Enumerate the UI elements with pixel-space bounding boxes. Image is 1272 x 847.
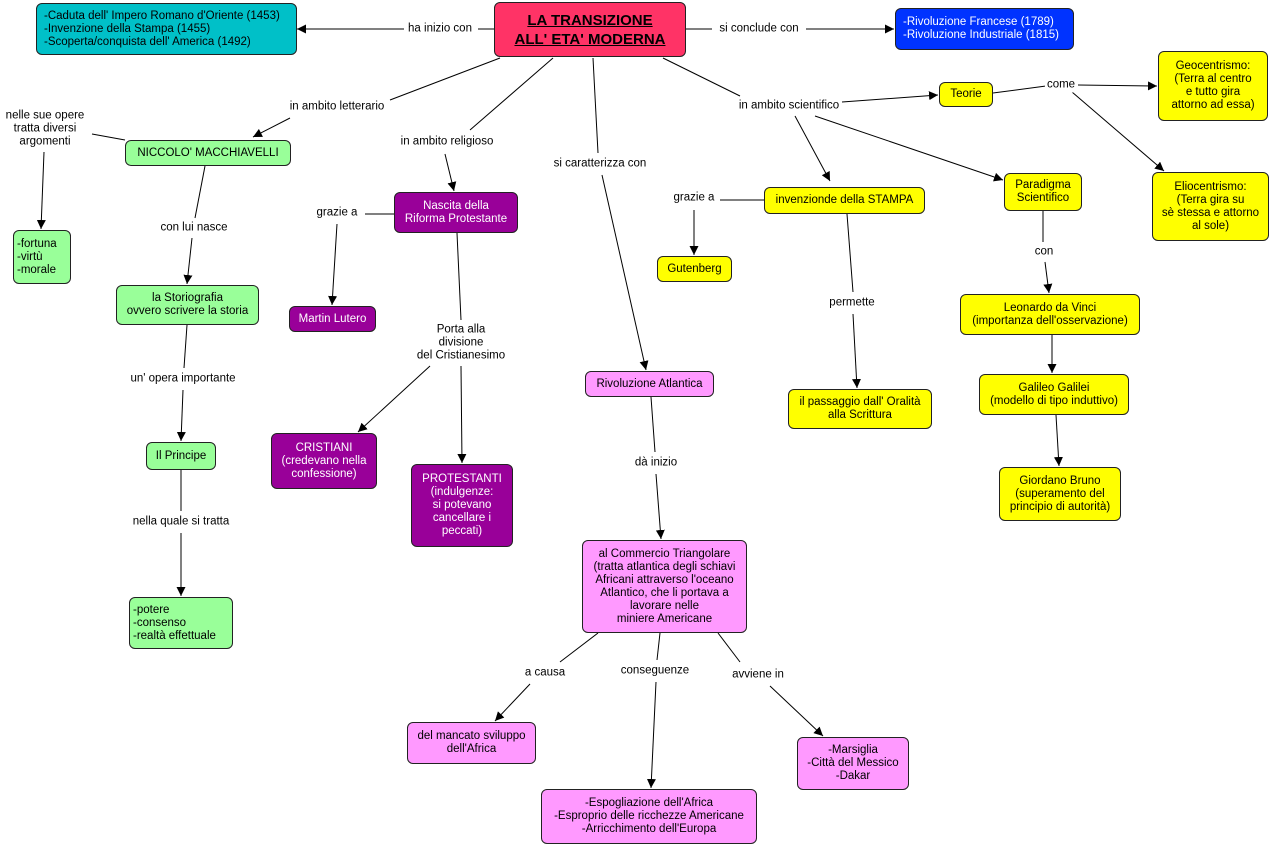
link-permette bbox=[846, 213, 854, 293]
link-opere bbox=[91, 133, 126, 141]
link-da-inizio bbox=[650, 396, 656, 453]
node-macchiavelli[interactable]: NICCOLO' MACCHIAVELLI bbox=[125, 140, 291, 166]
label-opere: nelle sue opere tratta diversi argomenti bbox=[3, 108, 87, 150]
link-nasce bbox=[194, 165, 206, 219]
link-religioso bbox=[469, 57, 554, 131]
label-come: come bbox=[1044, 77, 1078, 93]
node-oralita[interactable]: il passaggio dall' Oralità alla Scrittur… bbox=[788, 389, 932, 429]
label-si-conclude: si conclude con bbox=[717, 21, 801, 37]
link-porta bbox=[456, 232, 462, 321]
label-religioso: in ambito religioso bbox=[398, 134, 496, 150]
label-grazie-gutenberg: grazie a bbox=[671, 190, 717, 206]
node-principe[interactable]: Il Principe bbox=[146, 442, 216, 470]
label-ha-inizio: ha inizio con bbox=[406, 21, 474, 37]
label-nella-quale: nella quale si tratta bbox=[130, 514, 232, 530]
node-atlantica[interactable]: Rivoluzione Atlantica bbox=[585, 371, 714, 397]
label-letterario: in ambito letterario bbox=[287, 99, 387, 115]
label-da-inizio: dà inizio bbox=[632, 455, 680, 471]
title-text: LA TRANSIZIONE ALL' ETA' MODERNA bbox=[514, 11, 666, 48]
link-galileo-bruno bbox=[1053, 414, 1063, 467]
node-fine[interactable]: -Rivoluzione Francese (1789) -Rivoluzion… bbox=[895, 8, 1074, 50]
node-africa[interactable]: del mancato sviluppo dell'Africa bbox=[407, 722, 536, 764]
link-avviene bbox=[717, 632, 741, 663]
label-nasce: con lui nasce bbox=[158, 220, 230, 236]
label-conseguenze: conseguenze bbox=[618, 663, 692, 679]
node-title[interactable]: LA TRANSIZIONE ALL' ETA' MODERNA bbox=[494, 2, 686, 57]
node-geocentrismo[interactable]: Geocentrismo: (Terra al centro e tutto g… bbox=[1158, 51, 1268, 121]
label-grazie-lutero: grazie a bbox=[314, 205, 360, 221]
link-causa bbox=[559, 632, 599, 663]
node-cristiani[interactable]: CRISTIANI (credevano nella confessione) bbox=[271, 433, 377, 489]
node-eliocentrismo[interactable]: Eliocentrismo: (Terra gira su sè stessa … bbox=[1152, 172, 1269, 241]
node-potere[interactable]: -potere -consenso -realtà effettuale bbox=[129, 597, 233, 649]
link-scientifico bbox=[662, 57, 741, 97]
link-opera bbox=[183, 324, 188, 369]
node-espoliazione[interactable]: -Espogliazione dell'Africa -Esproprio de… bbox=[541, 789, 757, 844]
link-come bbox=[992, 85, 1047, 94]
node-teorie[interactable]: Teorie bbox=[939, 82, 993, 107]
link-conseguenze bbox=[656, 632, 661, 661]
node-marsiglia[interactable]: -Marsiglia -Città del Messico -Dakar bbox=[797, 737, 909, 790]
label-permette: permette bbox=[827, 295, 877, 311]
label-porta: Porta alla divisione del Cristianesimo bbox=[414, 322, 508, 364]
node-commercio[interactable]: al Commercio Triangolare (tratta atlanti… bbox=[582, 540, 747, 633]
node-bruno[interactable]: Giordano Bruno (superamento del principi… bbox=[999, 467, 1121, 521]
node-inizio[interactable]: -Caduta dell' Impero Romano d'Oriente (1… bbox=[36, 3, 297, 55]
label-con: con bbox=[1032, 244, 1056, 260]
node-paradigma[interactable]: Paradigma Scientifico bbox=[1004, 173, 1082, 211]
node-galileo[interactable]: Galileo Galilei (modello di tipo indutti… bbox=[979, 374, 1129, 415]
node-lutero[interactable]: Martin Lutero bbox=[289, 306, 376, 332]
node-gutenberg[interactable]: Gutenberg bbox=[657, 256, 732, 282]
node-leonardo[interactable]: Leonardo da Vinci (importanza dell'osser… bbox=[960, 294, 1140, 335]
label-caratterizza: si caratterizza con bbox=[551, 156, 649, 172]
link-caratterizza bbox=[592, 57, 599, 154]
link-letterario bbox=[389, 57, 501, 101]
node-storiografia[interactable]: la Storiografia ovvero scrivere la stori… bbox=[116, 285, 259, 325]
node-riforma[interactable]: Nascita della Riforma Protestante bbox=[394, 192, 518, 233]
node-stampa[interactable]: invenzionde della STAMPA bbox=[764, 187, 925, 214]
label-avviene: avviene in bbox=[730, 667, 786, 683]
label-opera: un' opera importante bbox=[128, 371, 238, 387]
label-causa: a causa bbox=[522, 665, 568, 681]
node-argomenti[interactable]: -fortuna -virtù -morale bbox=[13, 230, 71, 284]
node-protestanti[interactable]: PROTESTANTI (indulgenze: si potevano can… bbox=[411, 464, 513, 547]
label-scientifico: in ambito scientifico bbox=[736, 98, 842, 114]
